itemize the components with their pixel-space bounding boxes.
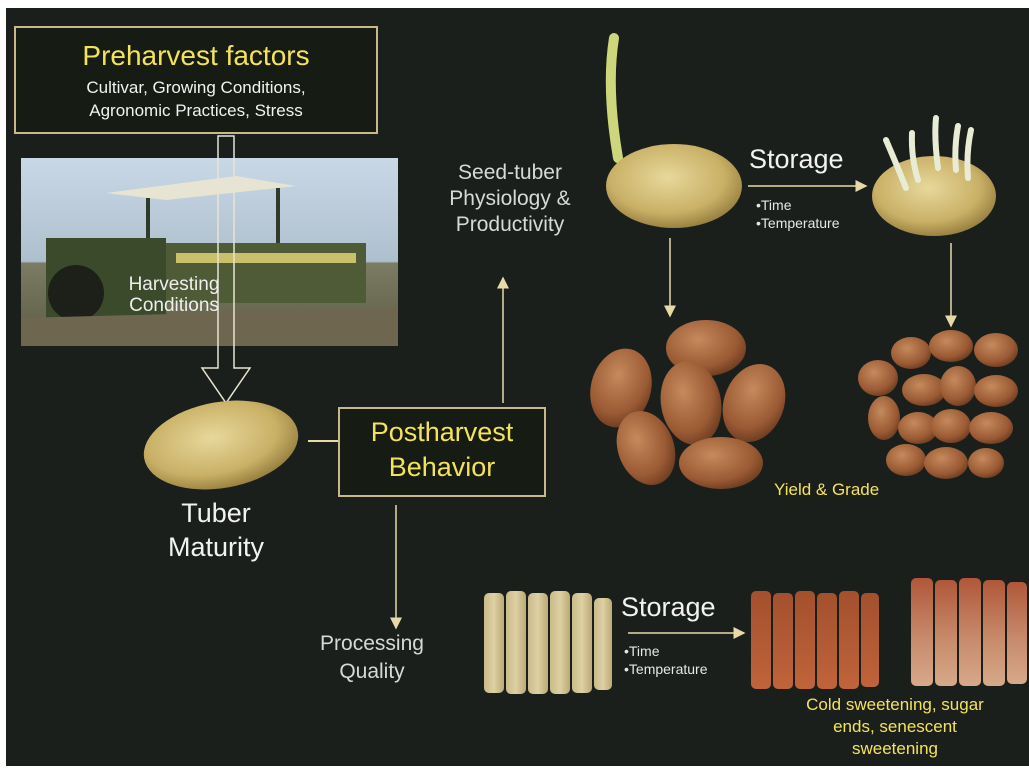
postharvest-line2: Behavior <box>340 452 544 483</box>
harvesting-line1: Harvesting <box>124 274 224 295</box>
sweetening-caption: Cold sweetening, sugar ends, senescent s… <box>761 694 1029 760</box>
harvesting-label: Harvesting Conditions <box>124 274 224 317</box>
storage-top-bullet-temperature: •Temperature <box>756 214 840 232</box>
tuber-maturity-label: Tuber Maturity <box>136 496 296 564</box>
storage-bottom-label: Storage <box>621 592 716 623</box>
postharvest-line1: Postharvest <box>340 417 544 448</box>
harvester-photo <box>21 158 398 346</box>
fries-pale <box>484 591 612 694</box>
storage-top-bullet-time: •Time <box>756 196 840 214</box>
yield-grade-label: Yield & Grade <box>774 480 879 500</box>
seed-tuber-line2: Physiology & <box>426 186 594 212</box>
sweetening-line3: sweetening <box>761 738 1029 760</box>
seed-tuber-label: Seed-tuber Physiology & Productivity <box>426 160 594 238</box>
seed-tuber-line1: Seed-tuber <box>426 160 594 186</box>
storage-bottom-bullet-time: •Time <box>624 642 708 660</box>
preharvest-box: Preharvest factors Cultivar, Growing Con… <box>14 26 378 134</box>
processing-line2: Quality <box>302 658 442 686</box>
tuber-maturity-line2: Maturity <box>136 530 296 564</box>
storage-bottom-bullets: •Time •Temperature <box>624 642 708 678</box>
processing-quality-label: Processing Quality <box>302 630 442 686</box>
sweetening-line2: ends, senescent <box>761 716 1029 738</box>
tuber-maturity-line1: Tuber <box>136 496 296 530</box>
preharvest-line1: Cultivar, Growing Conditions, <box>16 78 376 98</box>
sweetening-line1: Cold sweetening, sugar <box>761 694 1029 716</box>
yield-cluster-large <box>582 320 796 493</box>
preharvest-line2: Agronomic Practices, Stress <box>16 101 376 121</box>
slide: Preharvest factors Cultivar, Growing Con… <box>6 8 1029 766</box>
yield-cluster-small <box>858 330 1018 479</box>
fries-sugar-ends <box>911 578 1027 686</box>
preharvest-title: Preharvest factors <box>16 40 376 72</box>
harvesting-line2: Conditions <box>124 295 224 316</box>
storage-bottom-bullet-temperature: •Temperature <box>624 660 708 678</box>
postharvest-box: Postharvest Behavior <box>338 407 546 497</box>
tuber-potato <box>137 389 306 501</box>
seed-tuber-line3: Productivity <box>426 212 594 238</box>
storage-top-label: Storage <box>749 144 844 175</box>
processing-line1: Processing <box>302 630 442 658</box>
storage-top-bullets: •Time •Temperature <box>756 196 840 232</box>
seed-potato-single-sprout <box>606 38 742 228</box>
fries-browned <box>751 591 879 689</box>
seed-potato-multi-sprout <box>872 118 996 236</box>
